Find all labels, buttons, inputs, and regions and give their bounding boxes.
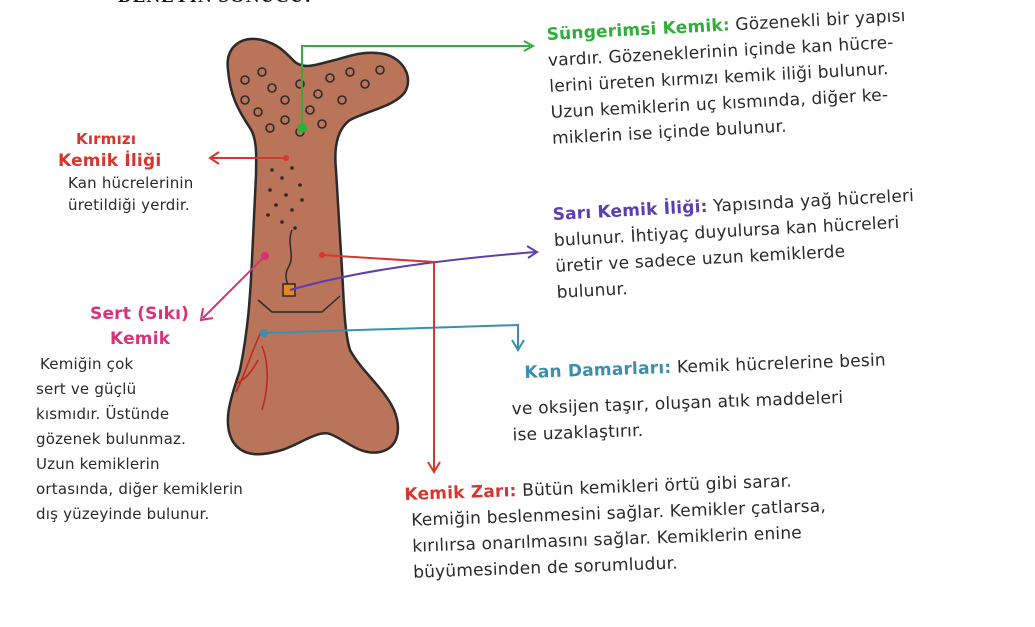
spongy-bone-label: Süngerimsi Kemik: Gözenekli bir yapısı v… bbox=[546, 0, 992, 152]
blood-vessels-label: Kan Damarları: Kemik hücrelerine besin v… bbox=[524, 344, 997, 448]
compact-bone-line: dış yüzeyinde bulunur. bbox=[36, 502, 280, 527]
compact-bone-line: Uzun kemiklerin bbox=[36, 452, 280, 477]
blood-vessels-title: Kan Damarları: bbox=[524, 358, 672, 383]
compact-bone-title: Kemik bbox=[40, 327, 280, 352]
blood-vessels-line: Kemik hücrelerine besin bbox=[677, 350, 887, 377]
compact-bone-line: sert ve güçlü bbox=[36, 377, 280, 402]
compact-bone-line: gözenek bulunmaz. bbox=[36, 427, 280, 452]
compact-bone-label: Sert (Sıkı) Kemik Kemiğin çok sert ve gü… bbox=[40, 302, 280, 527]
periosteum-label: Kemik Zarı: Bütün kemikleri örtü gibi sa… bbox=[404, 464, 927, 586]
red-marrow-title: Kırmızı bbox=[58, 128, 228, 150]
red-marrow-title: Kemik İliği bbox=[58, 150, 228, 172]
compact-bone-line: ortasında, diğer kemiklerin bbox=[36, 477, 280, 502]
red-marrow-line: üretildiği yerdir. bbox=[58, 194, 228, 216]
compact-bone-line: kısmıdır. Üstünde bbox=[36, 402, 280, 427]
periosteum-title: Kemik Zarı: bbox=[404, 481, 517, 505]
red-marrow-label: Kırmızı Kemik İliği Kan hücrelerinin üre… bbox=[58, 128, 228, 216]
compact-bone-line: Kemiğin çok bbox=[40, 352, 280, 377]
red-marrow-line: Kan hücrelerinin bbox=[58, 172, 228, 194]
compact-bone-title: Sert (Sıkı) bbox=[40, 302, 280, 327]
